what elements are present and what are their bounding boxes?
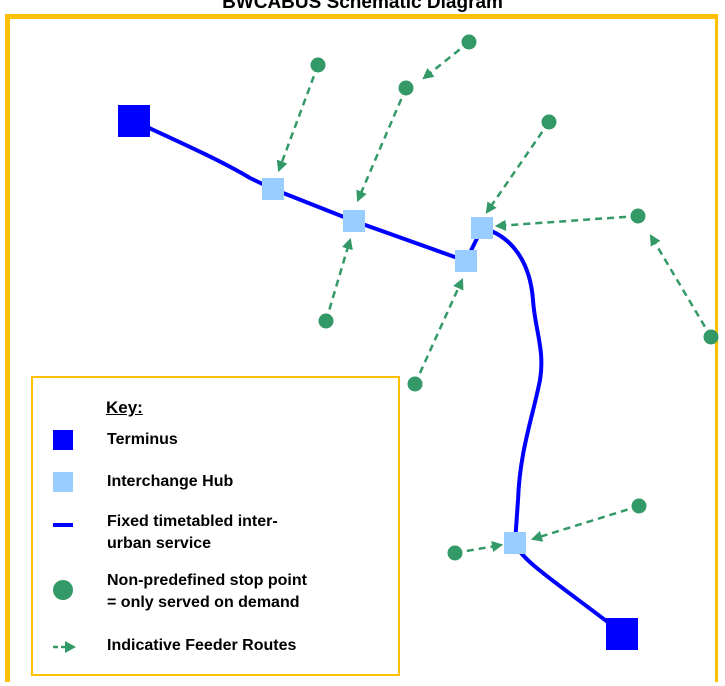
diagram-title: BWCABUS Schematic Diagram <box>222 0 503 13</box>
stop-point-dot <box>310 57 326 73</box>
interchange-hub <box>504 532 526 554</box>
feeder-route <box>485 121 551 214</box>
stop-point-dot <box>398 80 414 96</box>
stop-point-dot <box>447 545 463 561</box>
legend-label-route-line2: urban service <box>107 535 212 552</box>
legend-label-route-line1: Fixed timetabled inter- <box>107 513 278 530</box>
interchange-hub <box>455 250 477 272</box>
legend-item-hub: Interchange Hub <box>33 470 398 514</box>
feeder-arrow-icon <box>53 641 76 653</box>
stop-point-dot <box>631 498 647 514</box>
stop-point-dot <box>461 34 477 50</box>
legend-item-route: Fixed timetabled inter- urban service <box>33 511 398 555</box>
feeder-route <box>413 277 464 385</box>
stop-point-dot <box>703 329 719 345</box>
legend-box: Key: Terminus Interchange Hub Fixed time… <box>31 376 400 676</box>
legend-label-stop-line1: Non-predefined stop point <box>107 572 307 589</box>
feeder-route <box>356 87 408 203</box>
feeder-route <box>324 237 353 322</box>
feeder-route <box>422 41 470 80</box>
feeder-route <box>530 504 640 542</box>
hub-swatch <box>53 472 73 492</box>
legend-label-hub: Interchange Hub <box>107 473 234 490</box>
interchange-hub <box>471 217 493 239</box>
feeder-route <box>276 64 320 173</box>
legend-label-terminus: Terminus <box>107 431 178 448</box>
terminus <box>606 618 638 650</box>
legend-label-stop-line2: = only served on demand <box>107 594 300 611</box>
stop-point-dot <box>407 376 423 392</box>
stop-point-swatch <box>53 580 73 600</box>
legend-title: Key: <box>106 398 143 417</box>
terminus-swatch <box>53 430 73 450</box>
interchange-hub <box>262 178 284 200</box>
stop-point-dot <box>630 208 646 224</box>
interchange-hub <box>343 210 365 232</box>
route-line-swatch <box>53 523 73 527</box>
legend-label-feeder: Indicative Feeder Routes <box>107 637 297 654</box>
feeder-route <box>649 234 713 338</box>
legend-item-stop: Non-predefined stop point = only served … <box>33 570 398 614</box>
feeder-route <box>454 541 504 555</box>
stop-point-dot <box>541 114 557 130</box>
stop-point-dot <box>318 313 334 329</box>
feeder-route <box>494 214 639 231</box>
diagram-frame <box>5 14 718 682</box>
legend-item-feeder: Indicative Feeder Routes <box>33 634 398 678</box>
terminus <box>118 105 150 137</box>
legend-item-terminus: Terminus <box>33 428 398 472</box>
